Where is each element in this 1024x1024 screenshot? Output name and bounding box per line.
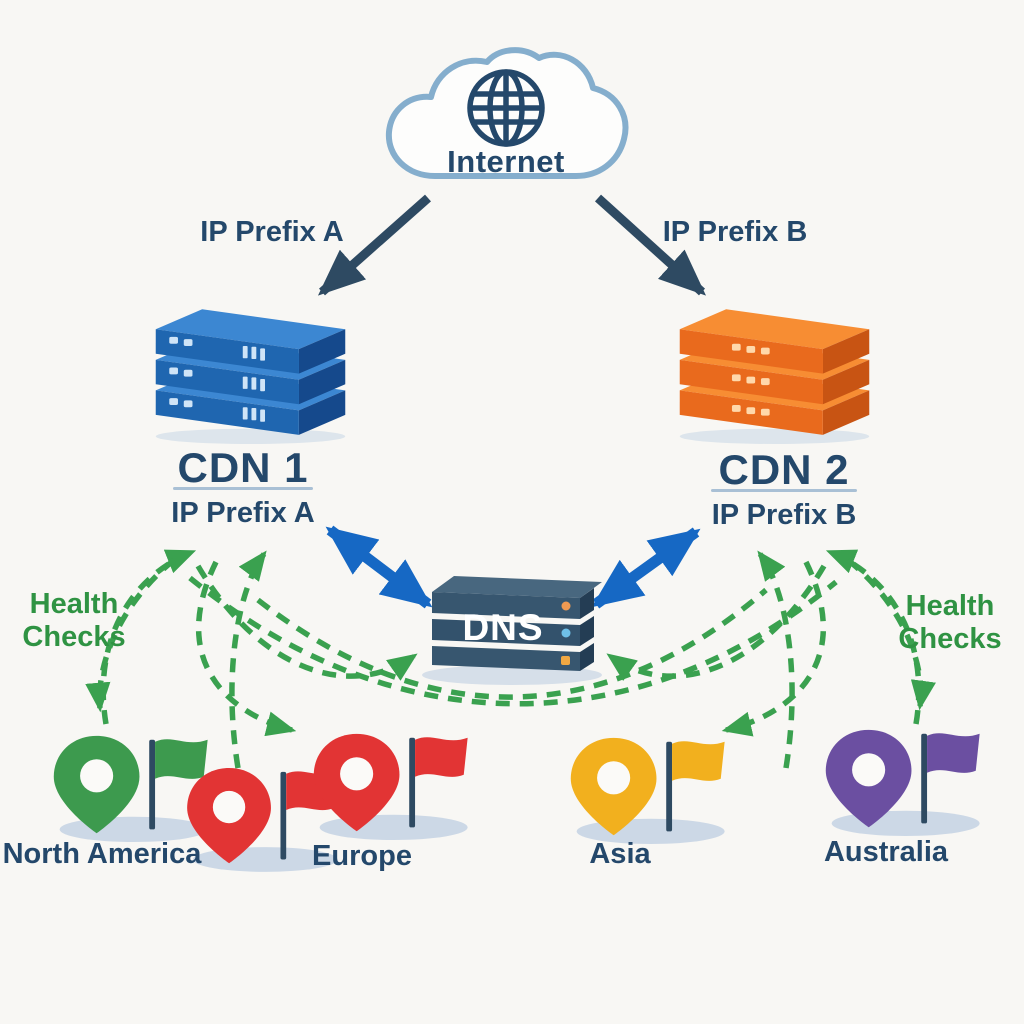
location-pin-australia: [808, 726, 1013, 838]
arrow-cdn1-dns: [325, 525, 433, 609]
internet-label: Internet: [447, 144, 565, 179]
arrow-internet-to-cdn2: [594, 194, 707, 296]
cdn2-label: CDN 2: [718, 446, 850, 493]
health-arrow-pin4-to-prefix-b: [757, 550, 795, 769]
location-label-australia: Australia: [823, 836, 949, 868]
health-arrow-prefix-b-to-au: [846, 557, 936, 711]
cdn2-divider: [711, 489, 857, 492]
globe-icon: [467, 69, 545, 147]
location-label-asia: Asia: [589, 838, 651, 870]
cdn1-divider: [173, 487, 313, 490]
health-arrow-prefix-a-to-na: [85, 557, 176, 713]
location-pin-north-america: [36, 732, 241, 844]
location-pin-europe: [296, 730, 501, 842]
cdn1-prefix-label: IP Prefix A: [171, 497, 315, 529]
health-arrow-pin2-to-prefix-a: [229, 550, 267, 769]
arrow-internet-to-cdn1: [317, 194, 431, 296]
cdn1-server-icon: [155, 309, 346, 444]
ip-prefix-b-route-label: IP Prefix B: [662, 216, 808, 248]
health-checks-left-label: Health Checks: [22, 588, 126, 654]
health-arrow-left-to-dns: [195, 564, 418, 681]
ip-prefix-a-route-label: IP Prefix A: [200, 216, 344, 248]
cdn1-label: CDN 1: [177, 444, 309, 491]
location-pin-asia: [553, 734, 758, 846]
health-checks-right-label: Health Checks: [898, 590, 1002, 656]
cdn2-prefix-label: IP Prefix B: [711, 499, 857, 531]
cdn2-server-icon: [679, 309, 870, 444]
health-arrow-prefix-a-to-europe: [195, 560, 297, 737]
arrow-cdn2-dns: [591, 527, 701, 609]
internet-cloud-icon: [385, 47, 629, 179]
dns-label: DNS: [462, 607, 544, 648]
dns-server-icon: [422, 576, 602, 685]
location-label-europe: Europe: [312, 840, 412, 872]
health-arrow-right-to-dns: [606, 564, 827, 682]
health-curve-cross-1: [188, 575, 838, 707]
location-label-north-america: North America: [2, 838, 202, 870]
